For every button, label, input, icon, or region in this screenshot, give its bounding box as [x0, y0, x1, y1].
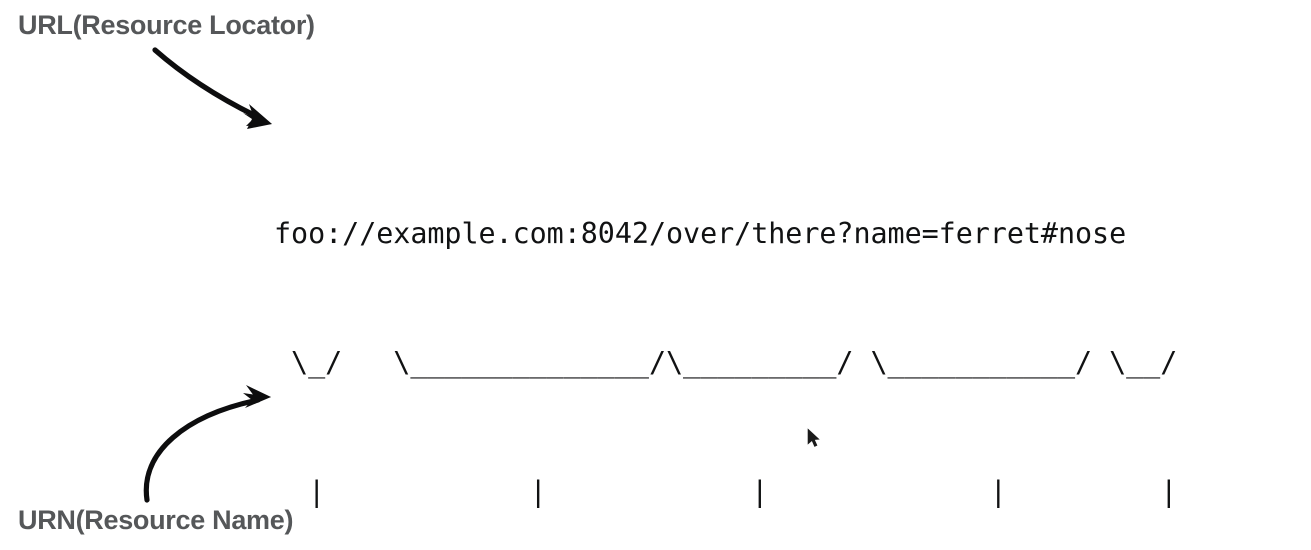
url-annotation-label: URL(Resource Locator): [18, 10, 315, 40]
uri-ascii-art: foo://example.com:8042/over/there?name=f…: [274, 126, 1228, 550]
mouse-cursor-icon: [807, 428, 820, 447]
ascii-line-uri: foo://example.com:8042/over/there?name=f…: [274, 217, 1127, 250]
ascii-line-brackets: \_/ \______________/\_________/ \_______…: [274, 346, 1178, 379]
urn-annotation-label: URN(Resource Name): [18, 505, 294, 535]
ascii-line-stems: | | | | |: [274, 475, 1178, 508]
